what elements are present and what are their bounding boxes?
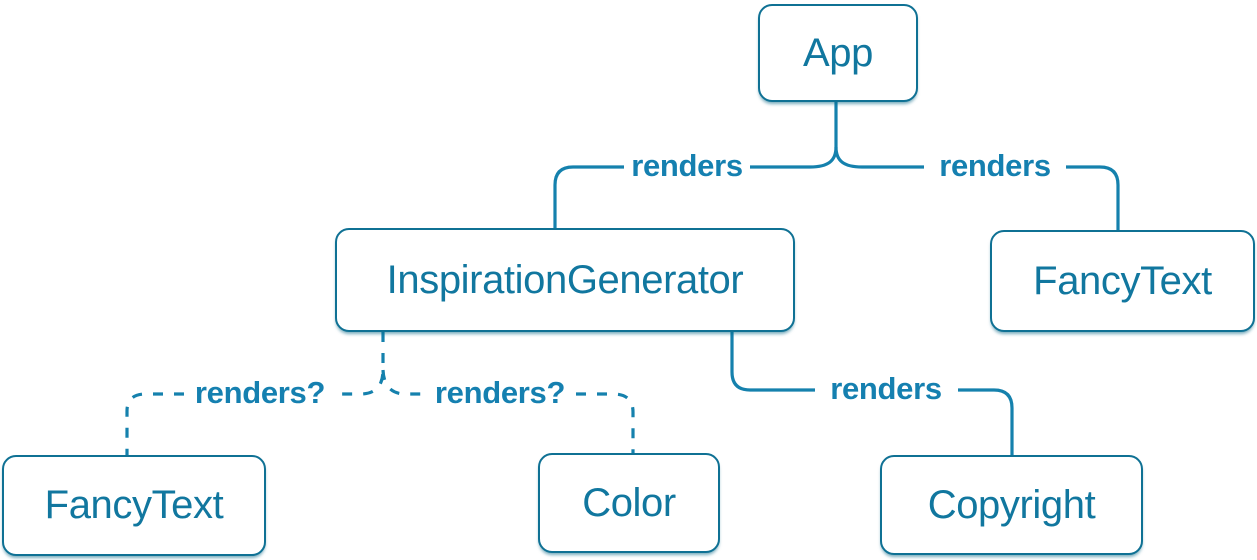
edge-segment xyxy=(553,165,624,228)
node-label: FancyText xyxy=(44,483,224,527)
edge-inspirationgenerator-to-color xyxy=(381,369,635,453)
edge-segment xyxy=(958,388,1014,455)
edge-segment xyxy=(730,332,815,392)
edge-label-renders-inspirationgenerator-color: renders? xyxy=(434,375,566,410)
node-label: Copyright xyxy=(927,482,1096,527)
edge-app-to-fancytext xyxy=(834,146,1120,230)
node-color: Color xyxy=(538,453,720,553)
node-app: App xyxy=(758,4,918,102)
node-label: FancyText xyxy=(1033,258,1212,303)
node-fancy-text-top: FancyText xyxy=(990,230,1255,332)
edge-label-renders-inspirationgenerator-copyright: renders xyxy=(830,371,942,406)
edge-segment xyxy=(381,369,424,396)
node-label: App xyxy=(803,30,873,75)
node-label: Color xyxy=(582,480,676,525)
edge-inspirationgenerator-to-copyright xyxy=(730,332,1014,455)
edge-segment xyxy=(336,332,385,396)
edge-label-renders-inspirationgenerator-fancytext: renders? xyxy=(194,375,326,410)
edge-inspirationgenerator-to-fancytext xyxy=(125,332,385,455)
node-copyright: Copyright xyxy=(880,455,1143,555)
edge-label-renders-app-inspirationgenerator: renders xyxy=(631,148,743,183)
edge-segment xyxy=(750,146,838,169)
edge-segment xyxy=(576,392,635,453)
node-inspiration-generator: InspirationGenerator xyxy=(335,228,795,332)
edge-segment xyxy=(1066,165,1120,230)
edge-label-renders-app-fancytext: renders xyxy=(939,148,1051,183)
node-label: InspirationGenerator xyxy=(386,257,744,302)
edge-segment xyxy=(834,146,924,169)
node-fancy-text-bottom: FancyText xyxy=(2,455,266,556)
edge-segment xyxy=(125,392,184,455)
